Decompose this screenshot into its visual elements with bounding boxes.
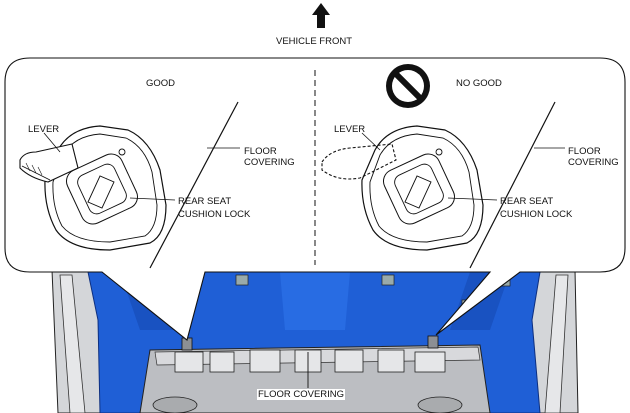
good-floor-label-1: FLOOR (244, 146, 277, 157)
prohibition-icon (386, 64, 430, 108)
no-good-floor-label-1: FLOOR (568, 146, 601, 157)
no-good-lock-label-2: CUSHION LOCK (500, 209, 573, 220)
bottom-floor-covering-label: FLOOR COVERING (257, 389, 346, 400)
no-good-status-label: NO GOOD (456, 78, 502, 89)
up-arrow-icon (312, 3, 330, 28)
vehicle-front-label: VEHICLE FRONT (276, 36, 353, 47)
good-lever-label: LEVER (28, 124, 60, 135)
callout-frame (4, 57, 626, 341)
good-lock-illustration (19, 101, 240, 269)
good-floor-label-2: COVERING (244, 157, 295, 168)
no-good-lock-label-1: REAR SEAT (500, 196, 554, 207)
no-good-lock-illustration (321, 101, 565, 269)
good-lock-label-2: CUSHION LOCK (178, 209, 251, 220)
no-good-floor-label-2: COVERING (568, 157, 619, 168)
good-lock-label-1: REAR SEAT (178, 196, 232, 207)
no-good-lever-label: LEVER (334, 124, 366, 135)
good-status-label: GOOD (146, 78, 176, 89)
